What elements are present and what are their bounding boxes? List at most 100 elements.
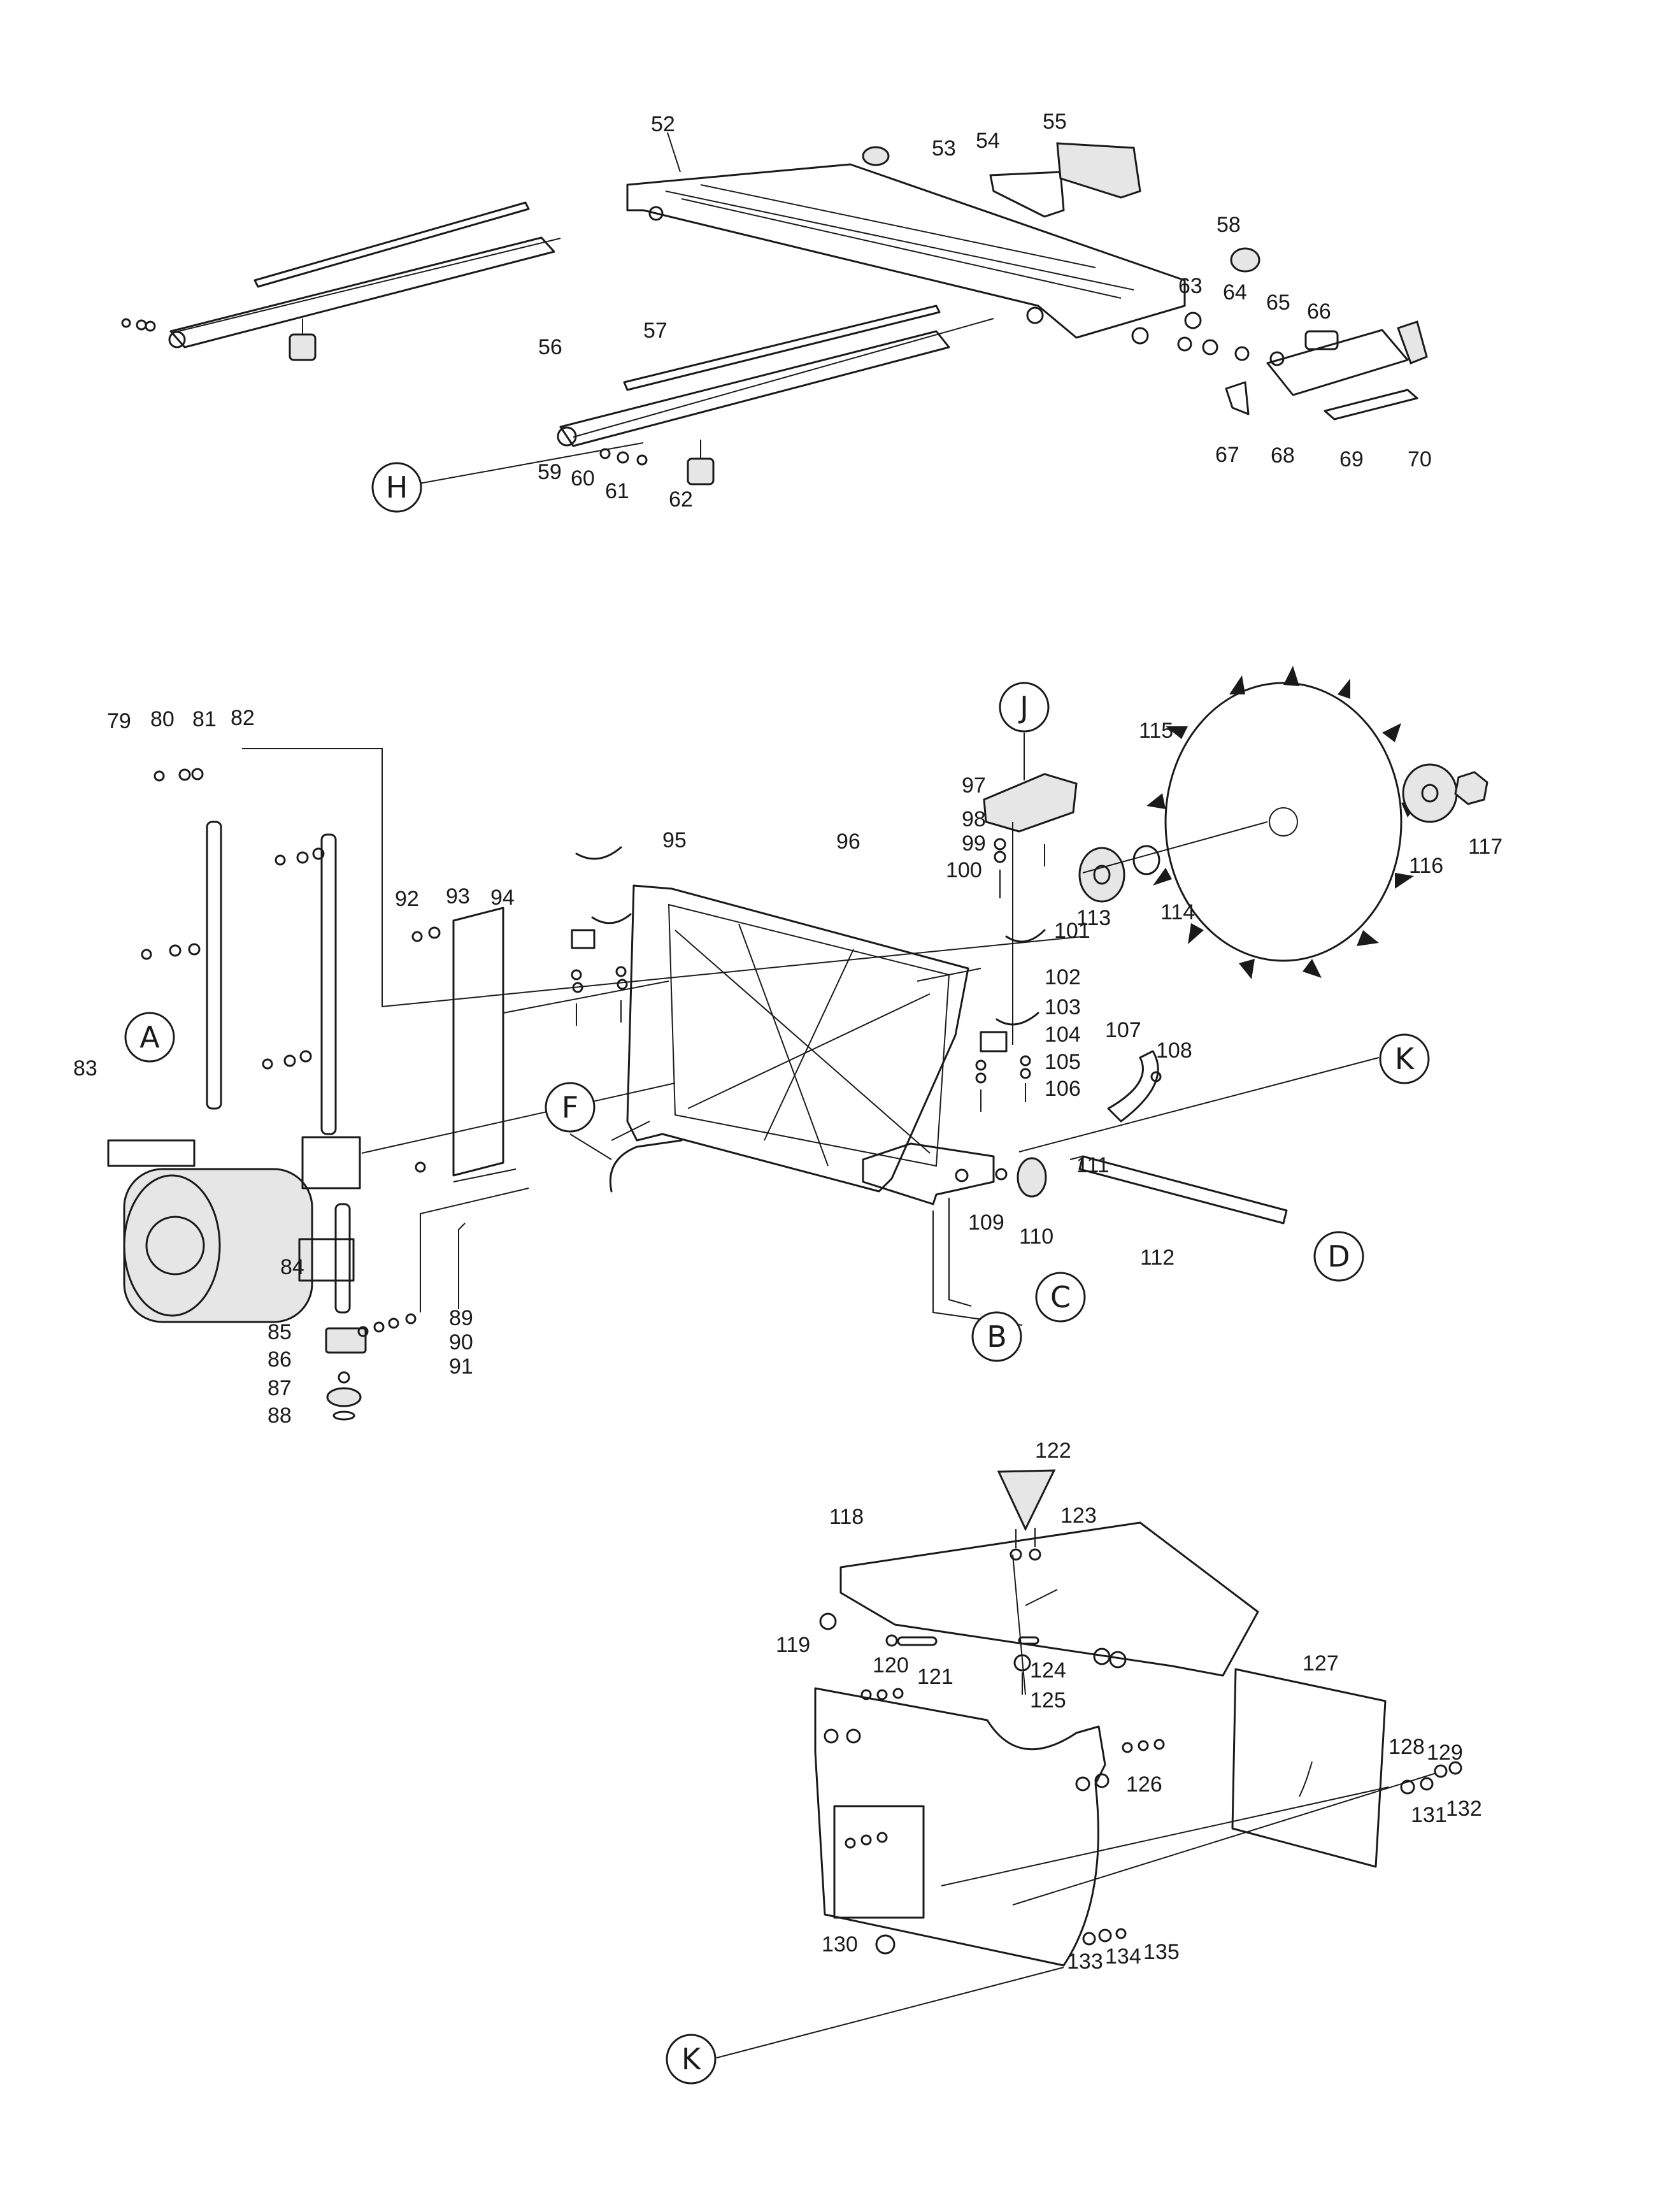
part-label: 81	[192, 707, 217, 731]
part-label: 91	[449, 1354, 473, 1379]
part-label: 117	[1468, 835, 1503, 859]
part-label: 134	[1105, 1944, 1141, 1969]
part-label: 84	[280, 1255, 304, 1279]
part-label: 79	[107, 709, 131, 733]
ref-circle-f: F	[545, 1082, 596, 1133]
ref-circle-j: J	[999, 682, 1050, 733]
part-label: 90	[449, 1330, 473, 1354]
part-label: 57	[643, 319, 667, 343]
part-label: 64	[1223, 280, 1247, 305]
part-label: 122	[1035, 1439, 1071, 1463]
part-label: 125	[1030, 1688, 1066, 1713]
part-label: 92	[395, 887, 419, 911]
part-label: 116	[1409, 854, 1443, 878]
part-label: 128	[1388, 1735, 1425, 1759]
part-label: 124	[1030, 1658, 1066, 1683]
part-label: 123	[1060, 1504, 1097, 1528]
part-label: 113	[1076, 906, 1111, 930]
part-label: 118	[829, 1505, 864, 1529]
part-label: 129	[1427, 1741, 1463, 1765]
ref-circle-a: A	[124, 1012, 175, 1063]
part-label: 89	[449, 1306, 473, 1330]
part-number-labels: 52 53 54 55 56 57 58 59 60 61 62 63 64 6…	[73, 110, 1503, 1974]
part-label: 60	[571, 466, 595, 491]
part-label: 70	[1408, 447, 1432, 471]
part-label: 63	[1178, 274, 1203, 298]
part-label: 107	[1105, 1018, 1141, 1042]
part-label: 94	[490, 886, 515, 910]
part-label: 110	[1019, 1224, 1053, 1249]
svg-text:K: K	[682, 2042, 702, 2076]
part-label: 88	[268, 1404, 292, 1428]
reference-markers: H A F J K B C D	[124, 462, 1430, 2085]
part-label: 101	[1054, 919, 1090, 943]
part-label: 130	[822, 1932, 858, 1957]
lower-panel-assembly	[814, 1469, 1462, 1967]
ref-circle-c: C	[1035, 1272, 1086, 1323]
part-label: 131	[1411, 1803, 1447, 1827]
svg-text:K: K	[1395, 1042, 1415, 1076]
part-label: 83	[73, 1056, 97, 1081]
part-label: 65	[1266, 291, 1290, 315]
leader-lines	[178, 132, 1437, 2058]
ref-circle-d: D	[1313, 1231, 1364, 1282]
part-label: 96	[836, 830, 860, 854]
ref-circle-b: B	[971, 1311, 1022, 1362]
part-label: 95	[662, 828, 687, 852]
ref-circle-h: H	[371, 462, 422, 513]
svg-text:H: H	[386, 470, 408, 505]
part-label: 97	[962, 773, 986, 798]
part-label: 85	[268, 1320, 292, 1344]
part-label: 108	[1156, 1038, 1192, 1063]
part-label: 69	[1339, 447, 1364, 471]
svg-text:C: C	[1050, 1280, 1071, 1314]
part-label: 127	[1303, 1651, 1339, 1676]
part-label: 61	[605, 479, 629, 503]
part-label: 68	[1271, 443, 1295, 468]
part-label: 102	[1045, 965, 1081, 989]
part-label: 121	[917, 1665, 953, 1689]
part-label: 100	[946, 858, 982, 882]
part-label: 66	[1307, 299, 1331, 324]
part-label: 115	[1139, 719, 1173, 743]
svg-text:J: J	[1018, 690, 1029, 724]
svg-text:F: F	[562, 1090, 578, 1124]
part-label: 55	[1043, 110, 1067, 134]
svg-text:B: B	[987, 1319, 1007, 1354]
part-label: 53	[932, 136, 956, 161]
part-label: 105	[1045, 1050, 1081, 1074]
part-label: 93	[446, 884, 470, 908]
part-label: 132	[1446, 1797, 1482, 1821]
part-label: 80	[150, 707, 175, 731]
part-label: 119	[776, 1633, 810, 1657]
part-label: 87	[268, 1376, 292, 1400]
part-label: 112	[1140, 1246, 1174, 1270]
svg-text:D: D	[1327, 1239, 1350, 1274]
part-label: 114	[1160, 900, 1195, 924]
part-label: 67	[1215, 443, 1239, 467]
part-label: 58	[1217, 213, 1241, 237]
part-label: 109	[968, 1210, 1004, 1235]
part-label: 99	[962, 831, 986, 856]
blade-housing-assembly	[107, 666, 1488, 1421]
part-label: 54	[976, 129, 1000, 153]
part-label: 104	[1045, 1023, 1081, 1047]
part-label: 56	[538, 335, 562, 359]
ref-circle-k-top: K	[1379, 1033, 1430, 1084]
part-label: 62	[669, 487, 693, 512]
ref-circle-k-bottom: K	[666, 2034, 717, 2085]
part-label: 98	[962, 807, 986, 831]
part-label: 52	[651, 112, 675, 136]
part-label: 59	[538, 460, 562, 484]
part-label: 106	[1045, 1077, 1081, 1101]
part-label: 111	[1076, 1153, 1110, 1177]
part-label: 133	[1067, 1950, 1103, 1974]
part-label: 120	[873, 1653, 909, 1677]
part-label: 126	[1126, 1772, 1162, 1797]
part-label: 103	[1045, 995, 1081, 1019]
part-label: 135	[1143, 1940, 1180, 1964]
extension-table-assembly	[121, 142, 1428, 485]
part-label: 82	[231, 706, 255, 730]
svg-text:A: A	[139, 1020, 160, 1054]
